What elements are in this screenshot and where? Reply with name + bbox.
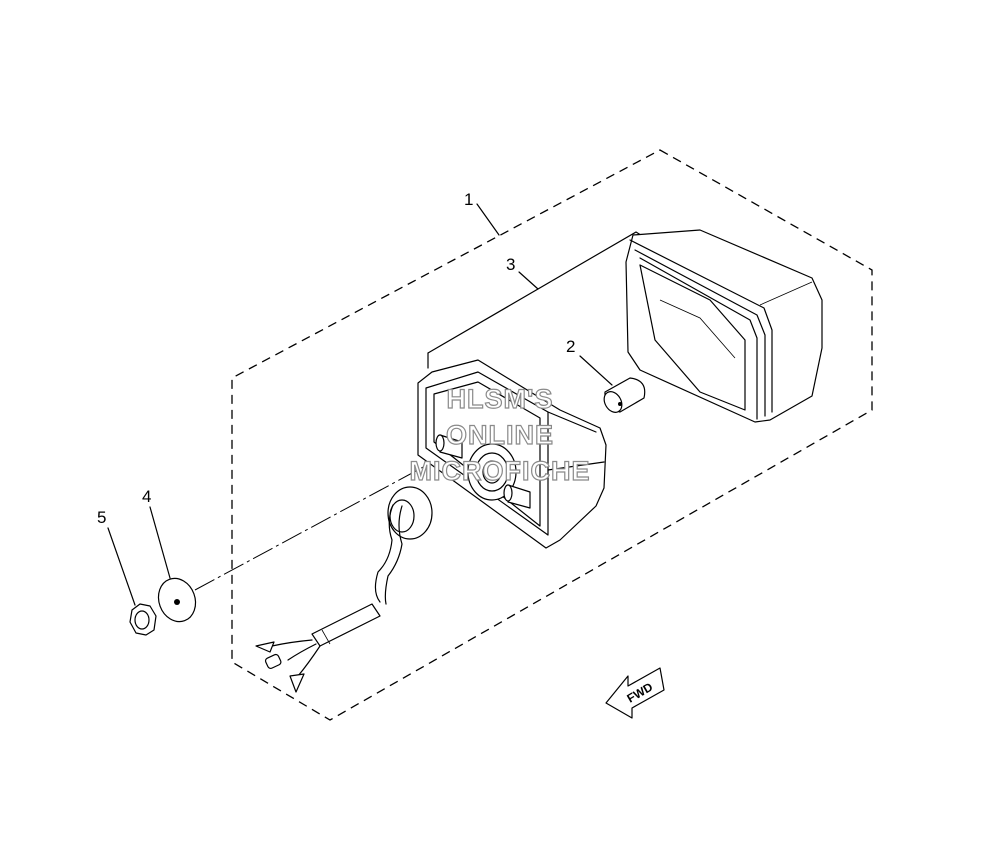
nut: [129, 603, 157, 636]
watermark-line-1: HLSM'S: [447, 384, 554, 414]
assembly-boundary: [231, 149, 873, 721]
leader-line-5: [107, 527, 136, 606]
watermark-line-3: MICROFICHE: [410, 456, 591, 486]
center-line: [194, 457, 441, 591]
washer: [157, 577, 197, 623]
leader-line-1: [476, 203, 500, 236]
watermark: HLSM'S ONLINE MICROFICHE: [409, 383, 591, 486]
socket-harness: [255, 486, 433, 693]
callout-5: 5: [97, 508, 106, 527]
fwd-arrow-icon: FWD: [605, 667, 665, 719]
leader-line-2: [579, 355, 613, 386]
callout-4: 4: [142, 487, 151, 506]
leader-line-3: [518, 271, 539, 290]
callout-1: 1: [464, 190, 473, 209]
leader-line-4: [149, 506, 171, 579]
watermark-line-2: ONLINE: [446, 420, 554, 450]
callout-2: 2: [566, 337, 575, 356]
lamp-base: [417, 359, 607, 549]
lens-housing: [625, 229, 823, 423]
subassembly-3-outline: [427, 231, 659, 354]
callout-3: 3: [506, 255, 515, 274]
bulb: [603, 377, 646, 413]
